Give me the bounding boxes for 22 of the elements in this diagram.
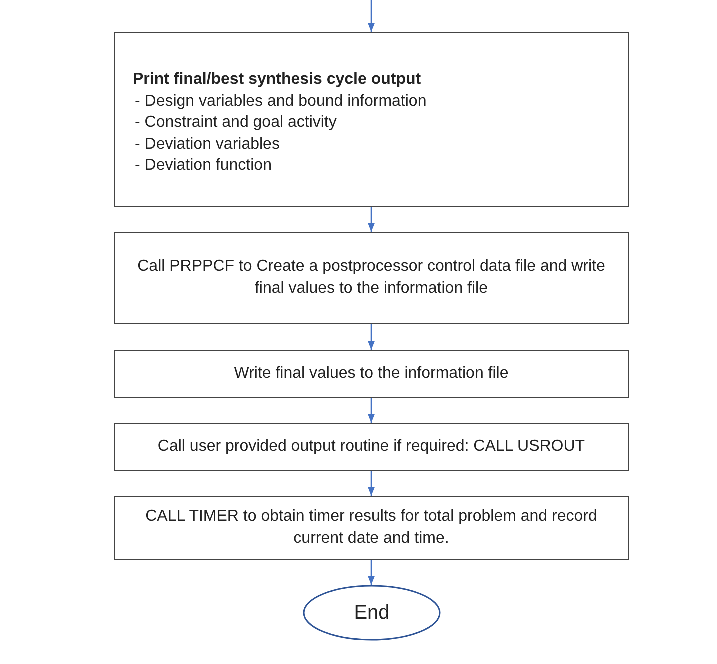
arrow xyxy=(368,560,376,585)
process-box xyxy=(114,423,629,471)
arrow xyxy=(368,398,376,423)
process-box xyxy=(114,496,629,560)
process-text: Call PRPPCF to Create a postprocessor control data file and write final values to the information file xyxy=(136,257,606,299)
process-box xyxy=(114,350,629,398)
process-text: Call user provided output routine if required: CALL USROUT xyxy=(156,437,586,458)
box-heading: Print final/best synthesis cycle output xyxy=(133,70,422,90)
process-text: CALL TIMER to obtain timer results for total problem and record current date and time. xyxy=(144,507,598,549)
arrow xyxy=(368,0,376,32)
terminal-label: End xyxy=(353,600,391,626)
list-item: - Deviation function xyxy=(134,156,272,176)
arrow xyxy=(368,471,376,496)
process-box xyxy=(114,32,629,207)
arrow xyxy=(368,324,376,350)
terminal-ellipse xyxy=(303,585,441,641)
process-text: Write final values to the information file xyxy=(233,364,510,384)
list-item: - Constraint and goal activity xyxy=(134,113,337,134)
arrow xyxy=(368,207,376,232)
list-item: - Design variables and bound information xyxy=(134,92,427,112)
list-item: - Deviation variables xyxy=(134,134,280,155)
process-box xyxy=(114,232,629,324)
